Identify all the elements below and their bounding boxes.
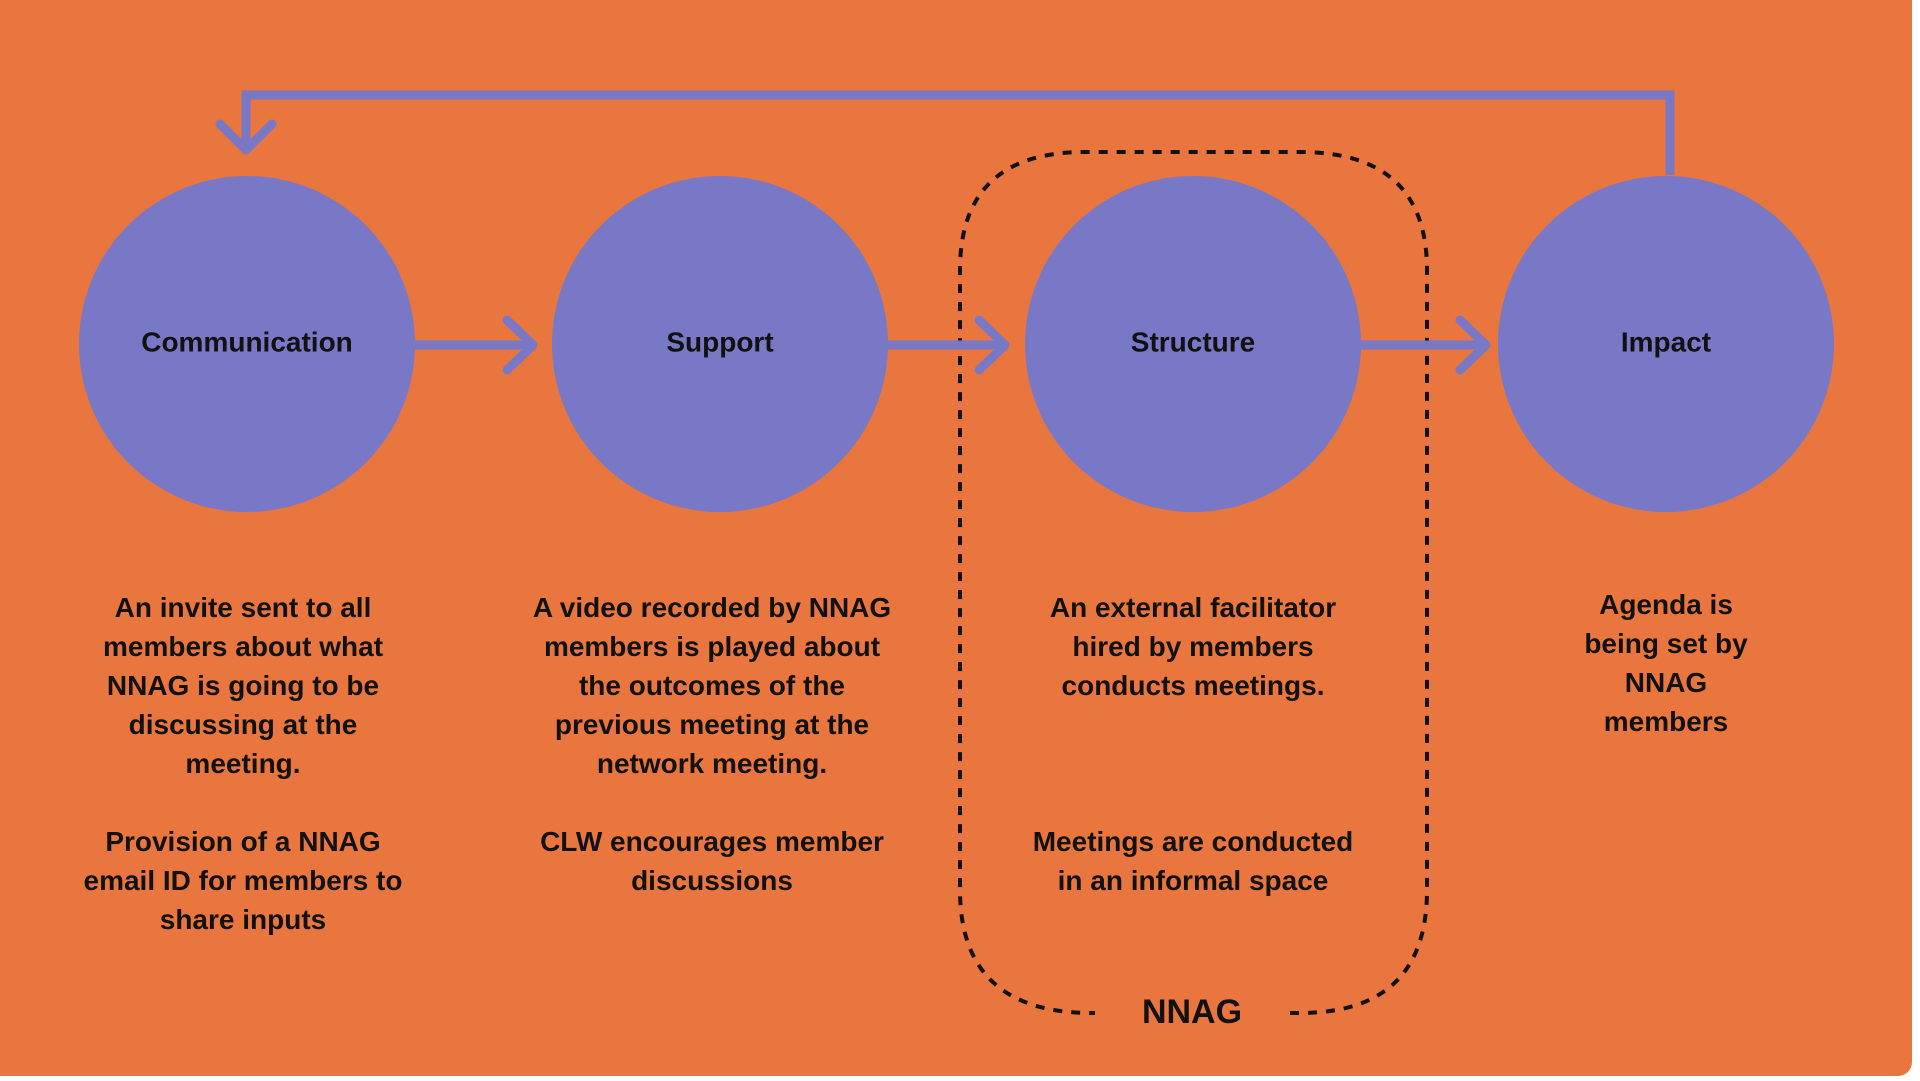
node-impact-label: Impact [1621, 326, 1711, 357]
support-description-1: A video recorded by NNAG members is play… [532, 592, 892, 779]
node-support-label: Support [666, 326, 773, 357]
node-structure [1025, 176, 1361, 512]
node-impact [1498, 176, 1834, 512]
arrowhead-support-structure [974, 315, 1010, 375]
node-communication-label: Communication [141, 326, 353, 357]
support-description: A video recorded by NNAG members is play… [512, 588, 912, 900]
communication-description-1: An invite sent to all members about what… [102, 592, 384, 779]
structure-description-1: An external facilitator hired by members… [1049, 592, 1337, 701]
support-description-2: CLW encourages member discussions [540, 826, 884, 896]
communication-description-2: Provision of a NNAG email ID for members… [83, 826, 403, 935]
node-structure-label: Structure [1131, 326, 1255, 357]
impact-description: Agenda is being set by NNAG members [1466, 585, 1866, 741]
nnag-group-boundary [958, 150, 1429, 1015]
feedback-loop-connector [241, 90, 1675, 175]
structure-description-2: Meetings are conducted in an informal sp… [1032, 826, 1354, 896]
nnag-group-label: NNAG [1142, 993, 1242, 1031]
node-support [552, 176, 888, 512]
arrowhead-communication-support [502, 315, 538, 375]
impact-description-1: Agenda is being set by NNAG members [1584, 589, 1748, 737]
structure-description: An external facilitator hired by members… [993, 588, 1393, 900]
feedback-loop-arrowhead [215, 119, 277, 155]
node-communication [79, 176, 415, 512]
arrowhead-structure-impact [1455, 315, 1491, 375]
communication-description: An invite sent to all members about what… [43, 588, 443, 939]
nnag-label-gap [1095, 1000, 1285, 1030]
